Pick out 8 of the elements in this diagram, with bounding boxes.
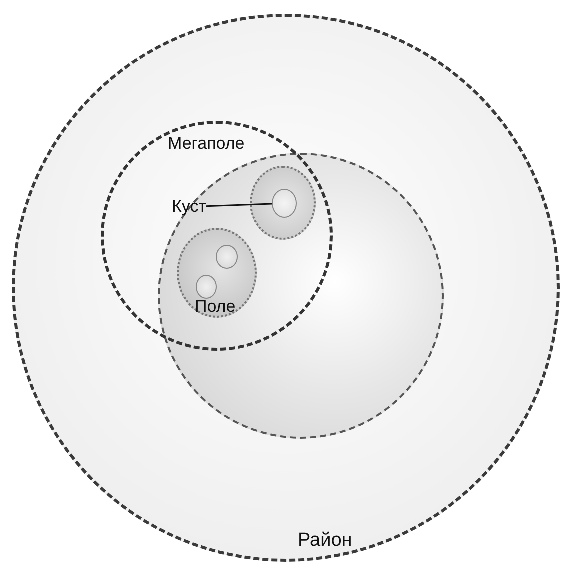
small-circle — [272, 189, 297, 218]
leader-line — [206, 203, 272, 208]
small-circle — [216, 245, 238, 269]
region-label: Район — [298, 531, 352, 551]
callout-label: Куст — [172, 196, 206, 218]
small-circle — [196, 275, 217, 299]
region-label: Поле — [195, 297, 236, 317]
region-label: Мегаполе — [168, 134, 245, 154]
